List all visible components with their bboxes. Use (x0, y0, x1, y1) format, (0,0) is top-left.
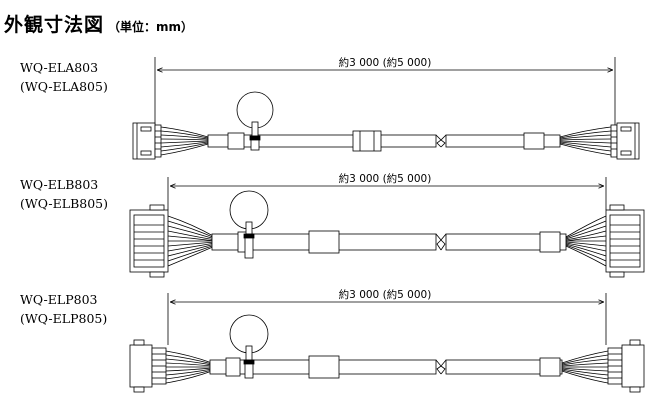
cable-a-marker-right (523, 132, 545, 150)
cable-p-model: WQ-ELP803 (20, 292, 98, 307)
cable-b-dimension-text: 約3 000 (約5 000) (339, 172, 432, 185)
cable-p-drawing: 約3 000 (約5 000) (129, 288, 645, 393)
cable-b-right-wires (565, 215, 607, 267)
cable-a-left-wires (160, 126, 209, 156)
cable-b-drawing: 約3 000 (約5 000) (129, 172, 645, 278)
cable-a-model-labels: WQ-ELA803 (WQ-ELA805) (20, 58, 108, 96)
cable-a-marker-left (227, 132, 245, 150)
title-unit: （単位：mm） (108, 20, 194, 34)
cable-b-jacket (211, 233, 567, 251)
cable-p-jacket (209, 359, 563, 375)
cable-a-model: WQ-ELA803 (20, 60, 99, 75)
cable-a-right-connector (610, 122, 640, 160)
cable-b-marker-band (308, 230, 340, 254)
cable-p-right-wires (561, 350, 609, 384)
cable-b-right-connector (605, 204, 645, 278)
cable-b-marker-right (539, 231, 561, 253)
cable-a-right-wires (559, 126, 612, 156)
cable-b-model-alt: (WQ-ELB805) (20, 196, 109, 211)
cable-p-tag (229, 314, 269, 379)
cable-p-model-alt: (WQ-ELP805) (20, 311, 108, 326)
cable-p-right-connector (607, 339, 645, 393)
cable-p-marker-left (225, 357, 241, 377)
cable-p-marker-right (539, 357, 561, 377)
cable-b-model-labels: WQ-ELB803 (WQ-ELB805) (20, 175, 108, 213)
cable-b-model: WQ-ELB803 (20, 177, 99, 192)
cable-p-dimension-text: 約3 000 (約5 000) (339, 288, 432, 301)
cable-b-tag (229, 190, 269, 259)
cable-a-model-alt: (WQ-ELA805) (20, 79, 108, 94)
cable-b-left-wires (167, 215, 216, 267)
cable-p-left-wires (165, 350, 213, 384)
drawing-title: 外観寸法図（単位：mm） (4, 10, 193, 37)
cable-a-tag (236, 91, 274, 151)
cable-a-jacket (207, 134, 561, 148)
cable-p-left-connector (129, 339, 167, 393)
cable-a-left-connector (132, 122, 162, 160)
title-text: 外観寸法図 (4, 14, 105, 36)
cable-p-marker-band (308, 355, 340, 379)
cable-a-drawing: 約3 000 (約5 000) (132, 56, 640, 160)
cable-p-model-labels: WQ-ELP803 (WQ-ELP805) (20, 290, 107, 328)
cable-b-left-connector (129, 204, 169, 278)
cable-a-dimension-text: 約3 000 (約5 000) (339, 56, 432, 69)
cable-a-marker-band (352, 130, 382, 152)
